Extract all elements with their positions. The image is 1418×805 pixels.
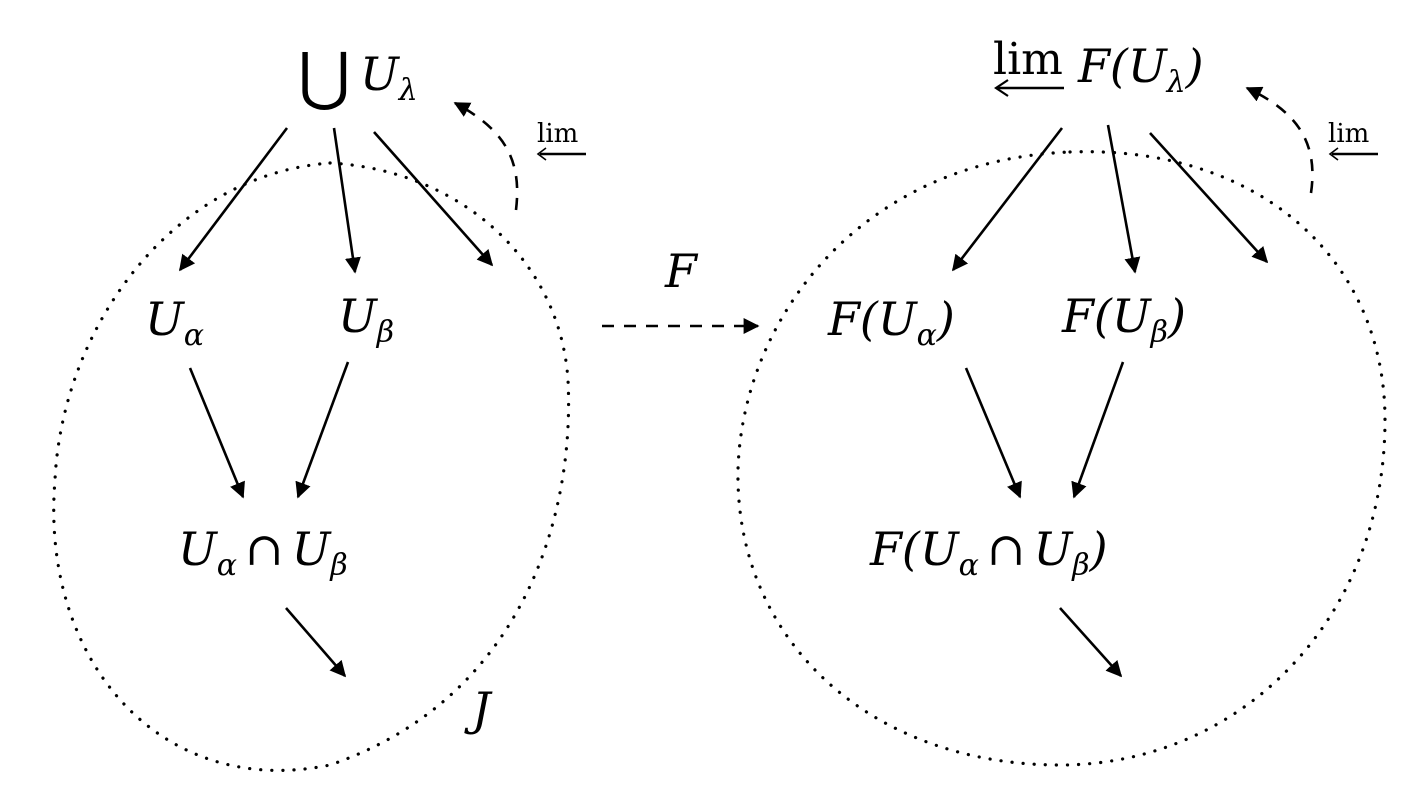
node-u-alpha: Uα (145, 292, 204, 353)
lim-label-left: lim (537, 119, 578, 149)
arrow-union-to-outside-left (373, 131, 494, 267)
arrow-union-to-u-beta (332, 127, 361, 274)
node-f-u-alpha: F(Uα) (827, 292, 955, 353)
node-u-alpha-cap-u-beta: Uα∩Uβ (178, 522, 348, 583)
index-category-boundary-left (52, 161, 571, 772)
arrow-f-intersection-down-right (1059, 607, 1123, 678)
lim-right-arrow-under (1328, 147, 1378, 161)
lim-label-right: lim (1328, 119, 1369, 149)
arrow-f-union-to-f-u-beta (1106, 124, 1141, 274)
arrow-u-beta-to-intersection (295, 361, 350, 499)
functor-label: F (664, 244, 699, 298)
node-union-u-lambda: Uλ (360, 47, 418, 108)
arrow-f-u-alpha-to-f-intersection (964, 367, 1022, 499)
union-symbol: ⋃ (298, 40, 351, 114)
node-f-u-alpha-cap-u-beta: F(Uα∩Uβ) (869, 522, 1108, 583)
index-category-boundary-right (736, 150, 1387, 767)
lim-label-top-right: lim (993, 34, 1063, 85)
node-f-u-beta: F(Uβ) (1061, 289, 1186, 350)
dashed-lim-arrow-right (1245, 86, 1314, 194)
dashed-lim-arrow-left (453, 101, 519, 211)
lim-top-right-arrow-under (994, 79, 1064, 97)
arrow-intersection-down-left (285, 607, 347, 678)
arrow-u-alpha-to-intersection (188, 367, 245, 499)
node-f-u-lambda: F(Uλ) (1077, 39, 1204, 100)
arrow-f-union-to-f-u-alpha (951, 127, 1064, 272)
lim-left-arrow-under (536, 147, 586, 161)
arrow-union-to-u-alpha (178, 127, 289, 272)
arrow-f-union-to-outside-right (1149, 132, 1269, 264)
arrow-f-u-beta-to-f-intersection (1071, 361, 1125, 499)
base: U (360, 47, 401, 101)
node-u-beta: Uβ (338, 289, 394, 350)
index-label-j: J (464, 682, 493, 736)
